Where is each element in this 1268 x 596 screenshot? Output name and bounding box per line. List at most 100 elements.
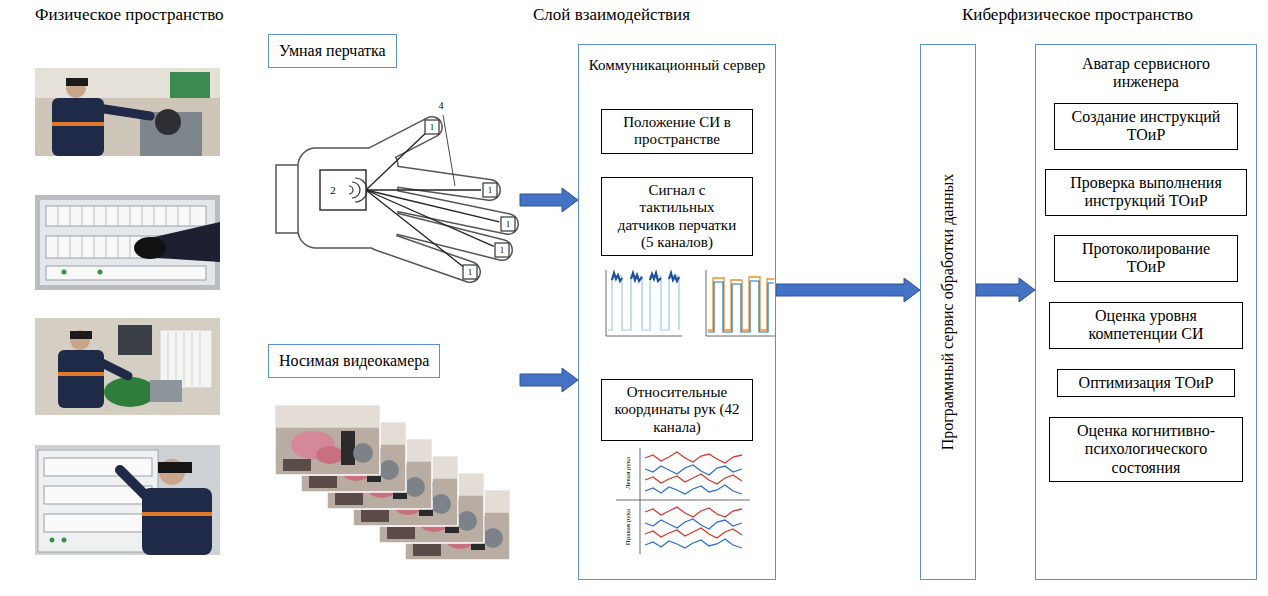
photo [46, 266, 206, 280]
photo [66, 78, 88, 86]
coordinates-chart [645, 528, 742, 538]
node-text: Проверка выполнения инструкций ТОиР [1046, 170, 1246, 215]
callout-number: 1 [430, 123, 435, 132]
glove-drawing [366, 189, 481, 190]
glove-drawing [355, 178, 367, 202]
coordinates-chart [645, 507, 742, 517]
video-frames [275, 405, 510, 560]
photo [35, 195, 220, 290]
coordinates-chart [645, 485, 742, 494]
sensor-chart [612, 273, 679, 281]
photo [118, 325, 152, 355]
photo [35, 318, 220, 415]
sensor-chart [608, 276, 679, 330]
glove-drawing [425, 120, 515, 279]
node-text: Умная перчатка [268, 34, 397, 68]
coordinates-chart [645, 452, 742, 463]
photo [62, 270, 67, 275]
photo [38, 450, 158, 552]
axis-label: Левая рука [625, 457, 632, 489]
sensor-chart [606, 270, 682, 336]
glove-drawing [463, 265, 477, 279]
coordinates-chart [645, 465, 742, 475]
glove-drawing [366, 190, 494, 246]
coordinates-chart [645, 519, 742, 529]
glove-drawing [392, 176, 490, 190]
sensor-chart [708, 281, 774, 332]
block-arrow [976, 278, 1035, 302]
coordinates-chart [616, 448, 750, 554]
glove-drawing [483, 183, 497, 197]
service-bar: Программный сервис обработки данных [920, 44, 976, 580]
device-tag: Носимая видеокамера [268, 344, 520, 590]
avatar-group: Аватар сервисного инженераСоздание инстр… [1035, 44, 1257, 580]
photo [70, 331, 92, 339]
node-text: Оптимизация ТОиР [1058, 370, 1234, 396]
node-text: Протоколирование ТОиР [1055, 236, 1237, 281]
glove-drawing [320, 170, 366, 210]
callout-number: 1 [468, 268, 473, 277]
photo [58, 372, 104, 376]
photo [160, 330, 212, 388]
photo [155, 109, 181, 135]
device-tag: Умная перчатка [268, 34, 520, 290]
photo [168, 332, 200, 386]
callout-number: 1 [506, 220, 511, 229]
glove-drawing [495, 243, 509, 257]
photo [158, 462, 192, 473]
node-text: Оценка когнитивно-психологического состо… [1050, 418, 1242, 481]
photo [98, 108, 150, 116]
glove-drawing [372, 127, 508, 272]
data-box: Относительные координаты рук (42 канала) [601, 379, 753, 441]
block-arrow [776, 278, 920, 302]
node-text: Создание инструкций ТОиР [1055, 104, 1237, 149]
video-frames [275, 405, 380, 475]
column-heading: Физическое пространство [35, 6, 224, 23]
function-box: Создание инструкций ТОиР [1054, 103, 1238, 150]
photo [44, 458, 152, 476]
photo [170, 72, 210, 98]
callout-number: 2 [330, 185, 336, 196]
function-box: Оценка уровня компетенции СИ [1049, 302, 1243, 349]
column-heading: Киберфизическое пространство [962, 6, 1193, 23]
photo [50, 538, 55, 543]
glove-drawing [276, 115, 515, 279]
photo [35, 68, 220, 98]
glove-drawing [372, 127, 432, 158]
callout-number: 1 [500, 246, 505, 255]
photo [150, 380, 182, 402]
function-box: Протоколирование ТОиР [1054, 235, 1238, 282]
glove-drawing [443, 115, 455, 186]
glove-drawing [372, 127, 508, 272]
function-box: Оценка когнитивно-психологического состо… [1049, 417, 1243, 482]
glove-drawing [372, 127, 432, 158]
node-text: Носимая видеокамера [268, 344, 440, 378]
sensor-chart [706, 270, 776, 336]
glove-drawing [366, 190, 463, 266]
coordinates-chart [645, 474, 742, 484]
node-text: Программный сервис обработки данных [940, 174, 956, 451]
node-text: Оценка уровня компетенции СИ [1050, 303, 1242, 348]
photo [35, 68, 220, 156]
photo [35, 68, 220, 156]
glove-drawing [352, 182, 360, 198]
photo [120, 470, 150, 500]
photo [35, 445, 220, 555]
axis-label: Правая рука [625, 509, 632, 545]
photo [98, 270, 103, 275]
callout-number: 4 [439, 101, 444, 111]
block-arrow [520, 188, 578, 212]
photo [52, 122, 104, 126]
glove-drawing [366, 133, 499, 266]
photo [104, 377, 156, 407]
function-box: Проверка выполнения инструкций ТОиР [1045, 169, 1247, 216]
glove-drawing [392, 176, 490, 190]
glove-drawing [378, 240, 470, 272]
column-heading: Слой взаимодействия [533, 6, 690, 23]
data-box: Положение СИ в пространстве [601, 109, 753, 154]
callout-number: 1 [488, 186, 493, 195]
sensor-chart [706, 270, 776, 336]
